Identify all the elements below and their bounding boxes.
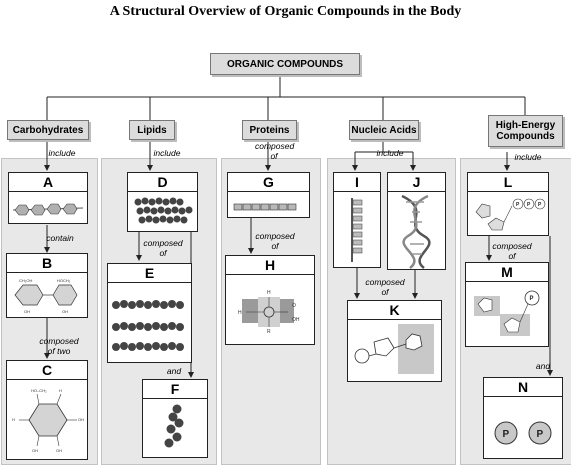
svg-text:OH: OH — [24, 309, 30, 314]
box-f: F — [142, 379, 208, 458]
box-n-letter: N — [484, 378, 562, 397]
and-label-high-energy: and — [535, 361, 551, 371]
atp-phosphate-2: P — [527, 202, 531, 208]
box-j: J — [387, 172, 446, 270]
svg-text:O: O — [292, 303, 296, 309]
box-c-letter: C — [7, 361, 87, 380]
box-c: C HO–CH₂ H H OH OH OH — [6, 360, 88, 460]
composed-of-label-lipids: composed of — [143, 238, 183, 258]
amino-acid-illustration: H H R O OH — [238, 290, 300, 335]
include-label-high-energy: include — [514, 152, 542, 162]
adp-illustration: P — [474, 290, 540, 336]
box-a: A — [8, 172, 88, 224]
contain-label: contain — [46, 233, 74, 243]
svg-text:OH: OH — [56, 448, 62, 453]
organic-compounds-box: ORGANIC COMPOUNDS — [210, 53, 360, 75]
box-a-letter: A — [9, 173, 87, 192]
polypeptide-chain-illustration — [233, 203, 297, 211]
box-e: E — [107, 263, 192, 363]
proteins-label: Proteins — [242, 120, 297, 140]
atp-phosphate-1: P — [516, 202, 520, 208]
phosphate-symbol-1: P — [503, 429, 510, 440]
box-e-letter: E — [108, 264, 191, 283]
atp-phosphate-3: P — [538, 202, 542, 208]
box-h: H H H R O OH — [225, 255, 315, 345]
disaccharide-illustration: CH₂OH HOCH₂ OH OH — [14, 278, 78, 314]
polysaccharide-chain-illustration — [12, 203, 84, 216]
carbohydrates-label: Carbohydrates — [7, 120, 89, 140]
box-m-letter: M — [466, 263, 548, 282]
rna-strand-illustration — [351, 198, 363, 262]
box-l-letter: L — [468, 173, 548, 192]
box-m: M P — [465, 262, 549, 347]
box-b: B CH₂OH HOCH₂ OH OH — [6, 253, 88, 318]
and-label-lipids: and — [166, 366, 182, 376]
fatty-acid-chains-illustration — [112, 300, 184, 351]
svg-text:R: R — [267, 329, 271, 335]
svg-text:H: H — [267, 290, 271, 296]
box-d: D — [127, 172, 198, 232]
composed-of-two-label: composed of two — [39, 336, 79, 356]
dna-double-helix-illustration — [401, 194, 431, 269]
composed-of-label-high-energy: composed of — [492, 241, 532, 261]
include-label-carbohydrates: include — [48, 148, 76, 158]
monosaccharide-illustration: HO–CH₂ H H OH OH OH — [12, 388, 84, 453]
box-g-letter: G — [228, 173, 309, 192]
svg-text:HOCH₂: HOCH₂ — [57, 278, 71, 283]
svg-text:OH: OH — [62, 309, 68, 314]
box-n: N P P — [483, 377, 563, 459]
phosphate-symbol-2: P — [537, 429, 544, 440]
high-energy-compounds-label: High-Energy Compounds — [488, 115, 563, 147]
box-b-letter: B — [7, 254, 87, 273]
phosphate-groups-illustration: P P — [494, 421, 552, 445]
box-i-letter: I — [334, 173, 380, 192]
box-g: G — [227, 172, 310, 218]
adp-phosphate: P — [530, 296, 534, 302]
box-k-letter: K — [348, 301, 441, 320]
atp-illustration: P P P — [475, 198, 546, 231]
box-l: L P P P — [467, 172, 549, 236]
box-k: K — [347, 300, 442, 382]
nucleic-acids-label: Nucleic Acids — [349, 120, 419, 140]
composed-of-label-g: composed of — [255, 231, 295, 251]
svg-text:OH: OH — [32, 448, 38, 453]
box-j-letter: J — [388, 173, 445, 192]
glycerol-illustration — [164, 404, 184, 448]
svg-text:OH: OH — [292, 317, 300, 323]
diagram-title: A Structural Overview of Organic Compoun… — [109, 4, 462, 19]
triglyceride-illustration — [134, 197, 193, 224]
include-label-nucleic: include — [376, 148, 404, 158]
svg-text:HO–CH₂: HO–CH₂ — [31, 388, 47, 393]
composed-of-label-nucleic: composed of — [365, 277, 405, 297]
box-h-letter: H — [226, 256, 314, 275]
box-i: I — [333, 172, 381, 268]
svg-text:CH₂OH: CH₂OH — [19, 278, 32, 283]
svg-text:H: H — [12, 417, 15, 422]
include-label-lipids: include — [153, 148, 181, 158]
svg-text:H: H — [59, 388, 62, 393]
nucleotide-illustration — [354, 324, 434, 374]
composed-of-label-proteins: composed of — [255, 141, 295, 161]
svg-text:H: H — [238, 310, 242, 316]
box-f-letter: F — [143, 380, 207, 399]
lipids-label: Lipids — [129, 120, 175, 140]
svg-text:OH: OH — [78, 417, 84, 422]
box-d-letter: D — [128, 173, 197, 192]
